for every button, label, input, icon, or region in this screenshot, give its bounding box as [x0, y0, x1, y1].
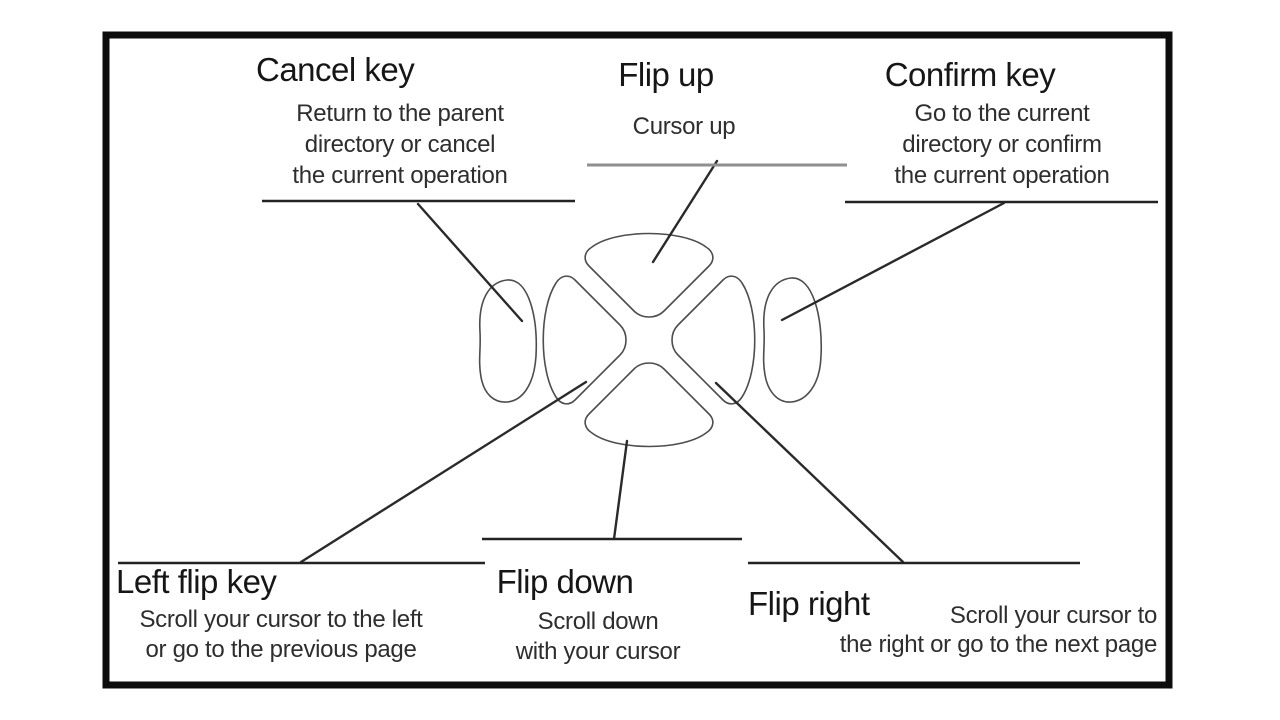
description-line: the current operation — [292, 162, 508, 189]
description-line: Cursor up — [632, 113, 736, 140]
cancel-key-label: Cancel key — [256, 51, 415, 88]
diagram-border — [102, 31, 1173, 689]
dpad-right-key — [671, 275, 756, 405]
cancel-key-description: Return to the parent directory or cancel… — [292, 98, 507, 191]
description-line: Scroll your cursor to the left — [139, 606, 423, 633]
flip-up-leader-line — [651, 159, 719, 264]
flip-down-label: Flip down — [496, 563, 634, 600]
confirm-side-key — [762, 277, 823, 403]
description-line: Return to the parent — [296, 100, 504, 127]
description-line: the current operation — [894, 162, 1110, 189]
flip-up-description: Cursor up — [633, 113, 736, 141]
left-flip-key-label: Left flip key — [116, 563, 277, 600]
flip-right-leader-line — [714, 381, 905, 564]
confirm-leader-line — [780, 201, 1006, 322]
description-line: or go to the previous page — [145, 636, 417, 663]
description-line: directory or cancel — [304, 131, 496, 158]
dpad-down-key — [584, 362, 714, 448]
flip-right-description: Scroll your cursor to the right or go to… — [839, 601, 1158, 659]
description-line: the right or go to the next page — [839, 631, 1158, 658]
dpad-left-key — [542, 275, 627, 405]
confirm-key-label: Confirm key — [884, 56, 1056, 93]
left-flip-key-description: Scroll your cursor to the left or go to … — [139, 605, 422, 665]
description-line: Scroll down — [537, 608, 659, 635]
cancel-side-key — [478, 279, 538, 403]
description-line: with your cursor — [515, 638, 681, 665]
left-flip-leader-line — [299, 380, 588, 564]
flip-up-label: Flip up — [618, 56, 714, 93]
confirm-key-description: Go to the current directory or confirm t… — [894, 98, 1109, 191]
dpad-up-key — [584, 232, 714, 318]
flip-down-leader-line — [612, 439, 629, 541]
description-line: Go to the current — [914, 100, 1090, 127]
flip-right-label: Flip right — [748, 585, 870, 622]
cancel-leader-line — [416, 202, 524, 323]
flip-down-description: Scroll down with your cursor — [516, 607, 681, 667]
description-line: Scroll your cursor to — [949, 602, 1157, 629]
description-line: directory or confirm — [902, 131, 1102, 158]
